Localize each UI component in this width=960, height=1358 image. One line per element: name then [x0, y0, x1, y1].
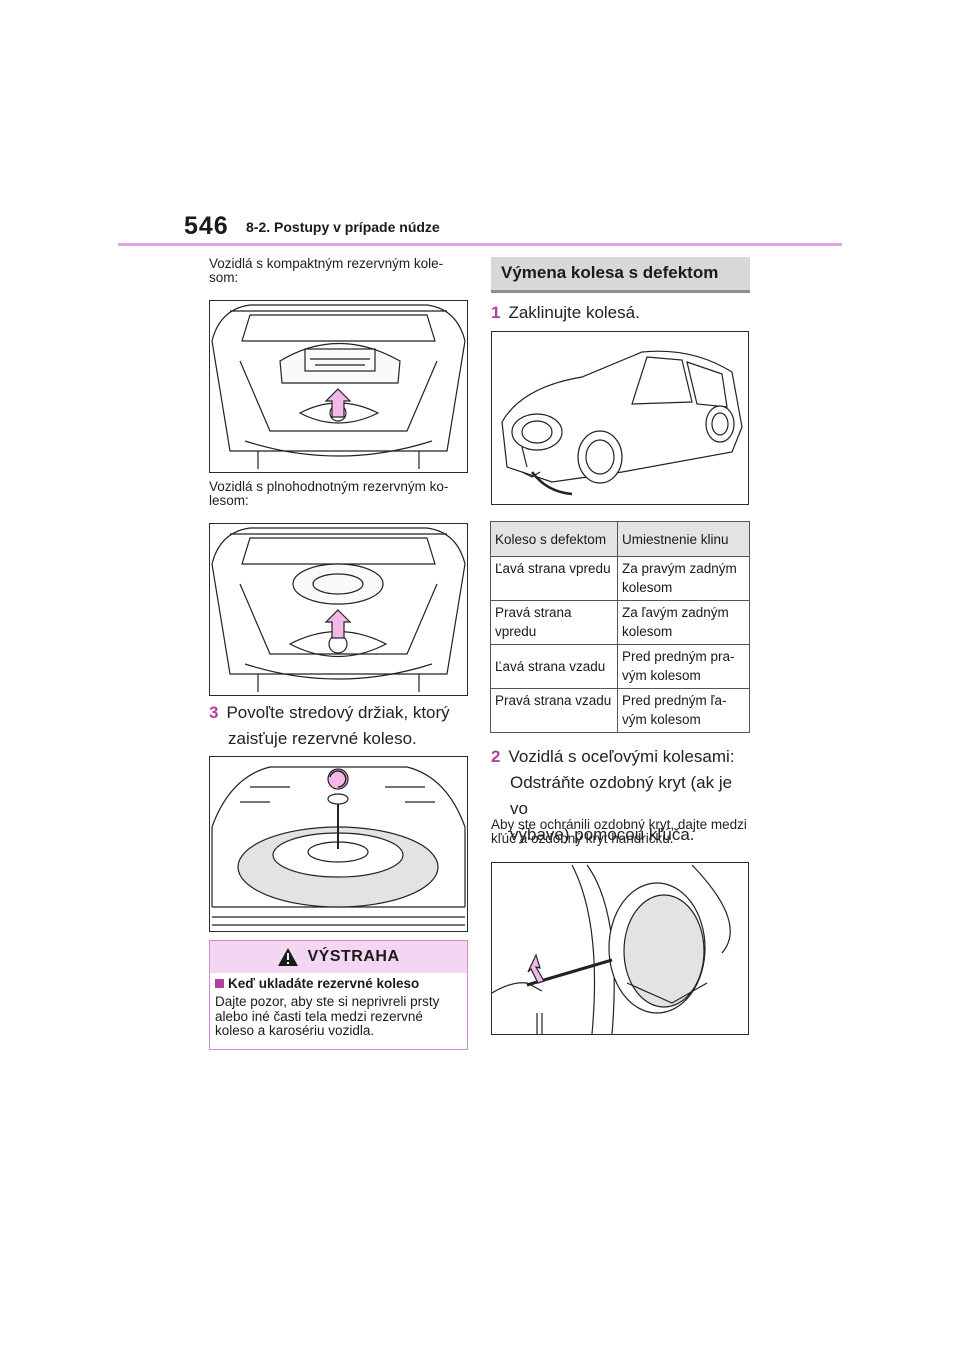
- step-text-line: Vozidlá s oceľovými kolesami:: [508, 747, 735, 766]
- table-cell: Pravá strana vzadu: [490, 688, 618, 733]
- warning-box: VÝSTRAHA Keď ukladáte rezervné koleso Da…: [209, 940, 468, 1050]
- table-cell: Za pravým zadným kolesom: [617, 556, 750, 601]
- table-cell: Pravá strana vpredu: [490, 600, 618, 645]
- table-header-row: Koleso s defektom Umiestnenie klinu: [490, 521, 750, 557]
- step-text-line: Povoľte stredový držiak, ktorý: [226, 703, 450, 722]
- up-arrow-icon: [324, 609, 352, 639]
- table-row: Ľavá strana vpredu Za pravým zadným kole…: [490, 556, 750, 601]
- rotate-icon: [327, 768, 349, 790]
- warning-header: VÝSTRAHA: [210, 941, 467, 973]
- warning-subtitle: Keď ukladáte rezervné koleso: [215, 976, 419, 991]
- section-heading: Výmena kolesa s defektom: [491, 257, 750, 293]
- step-text-line: zaisťuje rezervné koleso.: [228, 729, 417, 748]
- note-text: Aby ste ochránili ozdobný kryt, dajte me…: [491, 817, 747, 846]
- warning-body: Dajte pozor, aby ste si neprivreli prsty…: [215, 994, 440, 1038]
- bullet-square-icon: [215, 979, 224, 988]
- wheel-chock-table: Koleso s defektom Umiestnenie klinu Ľavá…: [490, 521, 750, 733]
- step-1: 1 Zaklinujte kolesá.: [491, 300, 753, 326]
- figure-trunk-compact-spare: [209, 300, 468, 473]
- step-2: 2 Vozidlá s oceľovými kolesami: Odstráňte…: [491, 744, 753, 848]
- figure-car-wheel-chock: [491, 331, 749, 505]
- chapter-title: 8-2. Postupy v prípade núdze: [246, 219, 440, 235]
- table-header-cell: Umiestnenie klinu: [617, 521, 750, 557]
- step-number: 2: [491, 747, 501, 766]
- table-header-cell: Koleso s defektom: [490, 521, 618, 557]
- table-cell: Pred predným ľa-vým kolesom: [617, 688, 750, 733]
- warning-title: VÝSTRAHA: [307, 948, 400, 965]
- step-text-line: Odstráňte ozdobný kryt (ak je vo: [510, 773, 733, 818]
- caption-full-spare: Vozidlá s plnohodnotným rezervným ko- le…: [209, 479, 449, 508]
- figure-trunk-full-spare: [209, 523, 468, 696]
- step-text: Zaklinujte kolesá.: [508, 303, 640, 322]
- step-number: 1: [491, 303, 501, 322]
- page-number: 546: [184, 212, 229, 240]
- step-text-line: výbave) pomocou kľúča.: [510, 825, 695, 844]
- table-cell: Ľavá strana vzadu: [490, 644, 618, 689]
- up-arrow-icon: [527, 953, 545, 984]
- table-row: Ľavá strana vzadu Pred predným pra-vým k…: [490, 644, 750, 689]
- step-number: 3: [209, 703, 219, 722]
- up-arrow-icon: [324, 388, 352, 418]
- table-cell: Za ľavým zadným kolesom: [617, 600, 750, 645]
- warning-triangle-icon: [278, 948, 299, 966]
- figure-remove-wheel-cover: [491, 862, 749, 1035]
- table-row: Pravá strana vpredu Za ľavým zadným kole…: [490, 600, 750, 645]
- caption-compact-spare: Vozidlá s kompaktným rezervným kole- som…: [209, 256, 444, 285]
- figure-spare-wheel-holder: [209, 756, 468, 932]
- step-3: 3 Povoľte stredový držiak, ktorý zaisťuje…: [209, 700, 471, 752]
- table-cell: Ľavá strana vpredu: [490, 556, 618, 601]
- table-row: Pravá strana vzadu Pred predným ľa-vým k…: [490, 688, 750, 733]
- table-cell: Pred predným pra-vým kolesom: [617, 644, 750, 689]
- header-rule: [118, 243, 842, 246]
